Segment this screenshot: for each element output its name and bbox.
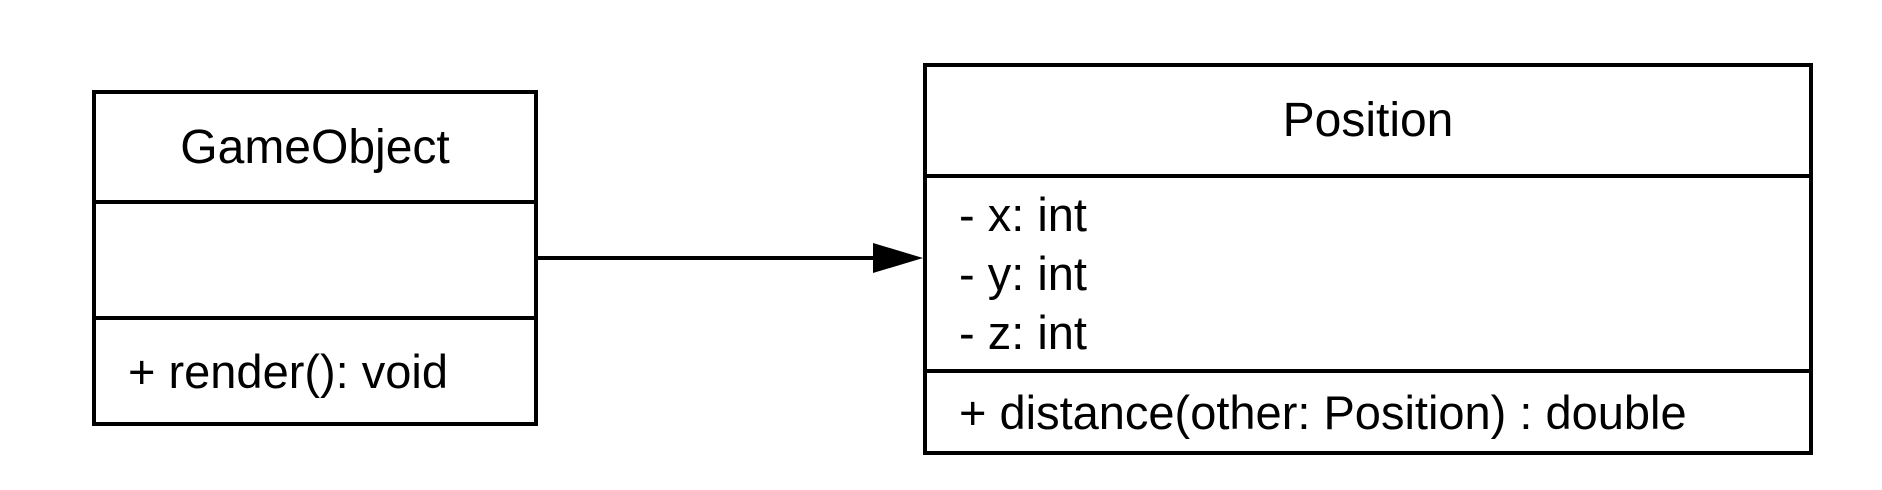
operations-section: + render(): void	[96, 316, 534, 422]
attributes-section: - x: int - y: int - z: int	[927, 174, 1809, 369]
attribute-z: - z: int	[959, 306, 1087, 359]
operations-section: + distance(other: Position) : double	[927, 369, 1809, 451]
class-name: Position	[1282, 94, 1454, 147]
class-name-section: Position	[927, 67, 1809, 174]
class-name-section: GameObject	[96, 94, 534, 200]
class-position[interactable]: Position - x: int - y: int - z: int + di…	[923, 63, 1813, 455]
class-gameobject[interactable]: GameObject + render(): void	[92, 90, 538, 426]
attribute-y: - y: int	[959, 247, 1087, 300]
attribute-x: - x: int	[959, 188, 1087, 241]
operation-render: + render(): void	[128, 344, 449, 398]
operation-distance: + distance(other: Position) : double	[959, 385, 1687, 439]
association-arrowhead	[873, 243, 923, 273]
class-name: GameObject	[180, 120, 450, 174]
attributes-section	[96, 200, 534, 316]
